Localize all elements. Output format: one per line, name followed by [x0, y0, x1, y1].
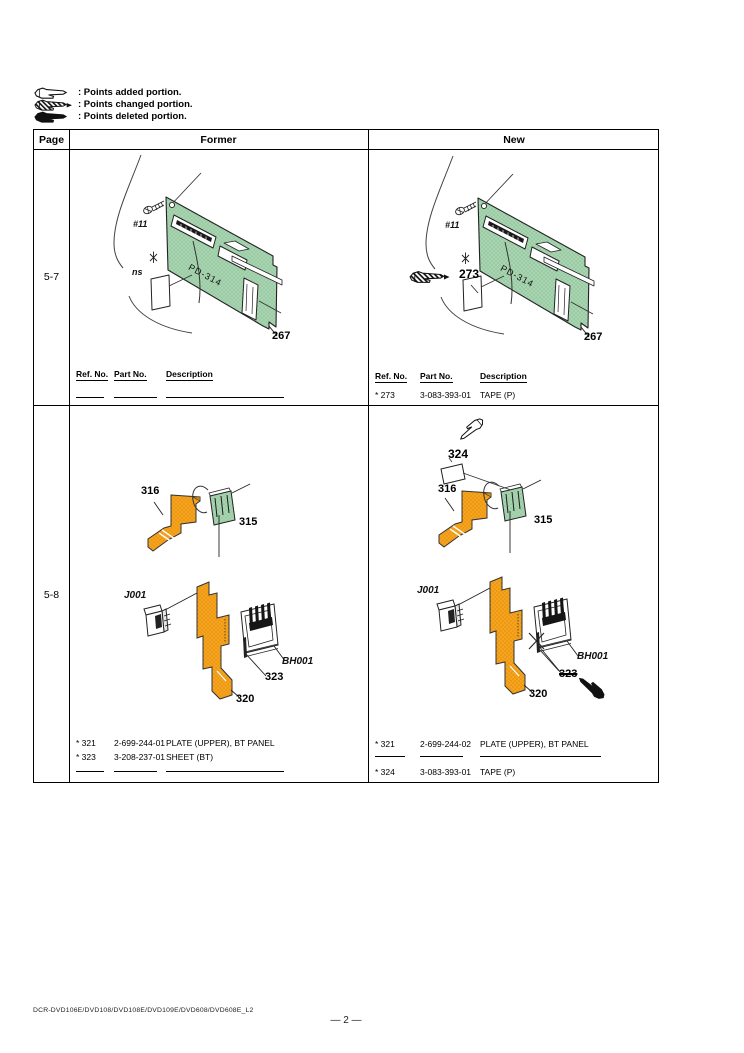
table-divider	[69, 130, 70, 782]
footer-model-list: DCR-DVD106E/DVD108/DVD108E/DVD109E/DVD60…	[33, 1007, 254, 1014]
part-row-desc: SHEET (BT)	[166, 752, 214, 762]
screw-ref-label: #11	[133, 219, 148, 229]
legend-added-label: : Points added portion.	[78, 87, 182, 98]
jack-j001-label: J001	[124, 590, 147, 601]
hand-changed-icon	[409, 271, 450, 283]
part-273-label: 273	[459, 267, 480, 281]
table-divider	[368, 130, 369, 782]
description-header: Description	[166, 369, 213, 381]
cell-5-8-new: 324 316 315 J001 BH001 323 320 * 321 2-6…	[368, 405, 660, 784]
jack-j001-label: J001	[417, 585, 440, 596]
part-row-desc: PLATE (UPPER), BT PANEL	[480, 739, 589, 749]
part-323-deleted-label: 323	[559, 668, 578, 680]
legend-changed-label: : Points changed portion.	[78, 99, 193, 110]
part-row-ref: * 323	[76, 752, 96, 762]
table-divider	[34, 405, 658, 406]
holder-bh001-label: BH001	[282, 656, 314, 667]
part-row-number: 2-699-244-02	[420, 739, 472, 749]
part-row-number: 3-208-237-01	[114, 752, 166, 762]
column-header-page: Page	[38, 133, 65, 146]
blank-desc-line	[166, 397, 284, 398]
comparison-table: Page Former New 5-7 5-8 #11 ns PD-314 26…	[33, 129, 659, 783]
part-row-number: 2-699-244-01	[114, 738, 166, 748]
blank-ref-line	[375, 756, 405, 757]
flex-diagram-new	[436, 415, 607, 702]
part-row-number: 3-083-393-01	[420, 390, 472, 400]
ref-no-header: Ref. No.	[375, 371, 408, 383]
part-324-label: 324	[448, 447, 469, 461]
cell-5-7-new: #11 273 PD-314 267 Ref. No. Part No. Des…	[368, 149, 660, 405]
description-header: Description	[480, 371, 527, 383]
part-row-ref: * 321	[76, 738, 96, 748]
blank-desc-line	[480, 756, 601, 757]
part-row-ref: * 273	[375, 390, 395, 400]
legend-item-added: : Points added portion.	[33, 86, 181, 99]
part-315-label: 315	[239, 516, 258, 528]
part-row-desc: TAPE (P)	[480, 767, 516, 777]
part-320-label: 320	[529, 688, 548, 700]
sheet-ref-label: ns	[132, 267, 143, 277]
part-row-ref: * 321	[375, 739, 395, 749]
blank-desc-line	[166, 771, 284, 772]
part-316-label: 316	[438, 483, 457, 495]
ref-no-header: Ref. No.	[76, 369, 109, 381]
part-row-number: 3-083-393-01	[420, 767, 472, 777]
part-315-label: 315	[534, 514, 553, 526]
cell-5-8-former: 316 315 J001 BH001 323 320 * 321 2-699-2…	[69, 405, 368, 784]
part-no-header: Part No.	[420, 371, 453, 383]
blank-ref-line	[76, 397, 104, 398]
board-diagram-new	[409, 155, 595, 338]
page-label-5-8: 5-8	[43, 588, 60, 601]
cell-5-7-former: #11 ns PD-314 267 Ref. No. Part No. Desc…	[69, 149, 368, 405]
column-header-former: Former	[200, 133, 237, 146]
footer-page-number: — 2 —	[330, 1015, 362, 1026]
part-323-label: 323	[265, 671, 284, 683]
blank-part-line	[114, 771, 157, 772]
blank-ref-line	[76, 771, 104, 772]
part-no-header: Part No.	[114, 369, 147, 381]
part-row-ref: * 324	[375, 767, 395, 777]
legend-deleted-label: : Points deleted portion.	[78, 111, 187, 122]
screw-ref-label: #11	[445, 220, 460, 230]
part-316-label: 316	[141, 485, 160, 497]
column-header-new: New	[503, 133, 525, 146]
hand-deleted-icon	[576, 673, 607, 702]
blank-part-line	[114, 397, 157, 398]
page-label-5-7: 5-7	[43, 271, 60, 283]
part-267-label: 267	[584, 331, 603, 343]
part-row-desc: PLATE (UPPER), BT PANEL	[166, 738, 275, 748]
hand-changed-icon	[34, 99, 73, 111]
holder-bh001-label: BH001	[577, 651, 609, 662]
part-267-label: 267	[272, 330, 291, 342]
hand-added-icon	[456, 415, 486, 443]
legend-item-deleted: : Points deleted portion.	[33, 110, 187, 123]
flex-diagram-former	[143, 483, 286, 700]
blank-part-line	[420, 756, 463, 757]
board-diagram-former	[113, 154, 283, 337]
part-row-desc: TAPE (P)	[480, 390, 516, 400]
table-divider	[34, 149, 658, 150]
legend-item-changed: : Points changed portion.	[33, 98, 193, 111]
hand-deleted-icon	[34, 111, 67, 123]
part-320-label: 320	[236, 693, 255, 705]
